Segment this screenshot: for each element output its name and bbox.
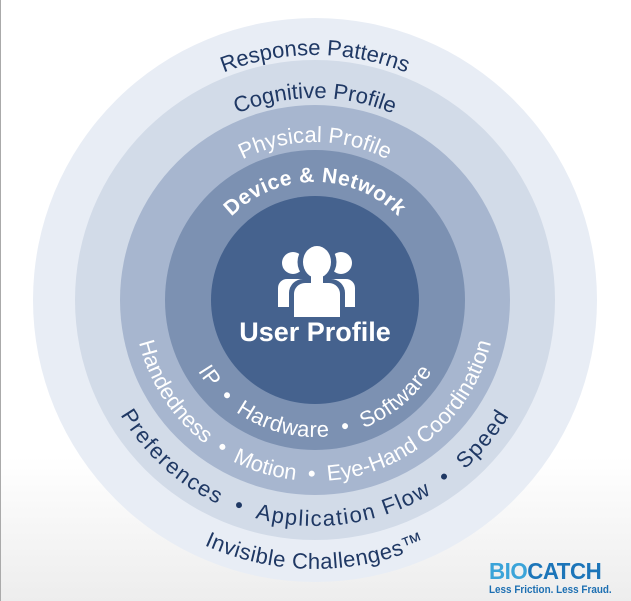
- biocatch-wordmark: BIOCATCH: [489, 560, 621, 583]
- users-group-icon: [278, 242, 355, 321]
- logo-catch-text: CATCH: [527, 558, 602, 584]
- logo-tagline: Less Friction. Less Fraud.: [489, 584, 612, 596]
- center-label-user-profile: User Profile: [239, 317, 391, 347]
- biocatch-logo: BIOCATCH Less Friction. Less Fraud.: [489, 560, 625, 596]
- logo-bio-text: BIO: [489, 558, 528, 584]
